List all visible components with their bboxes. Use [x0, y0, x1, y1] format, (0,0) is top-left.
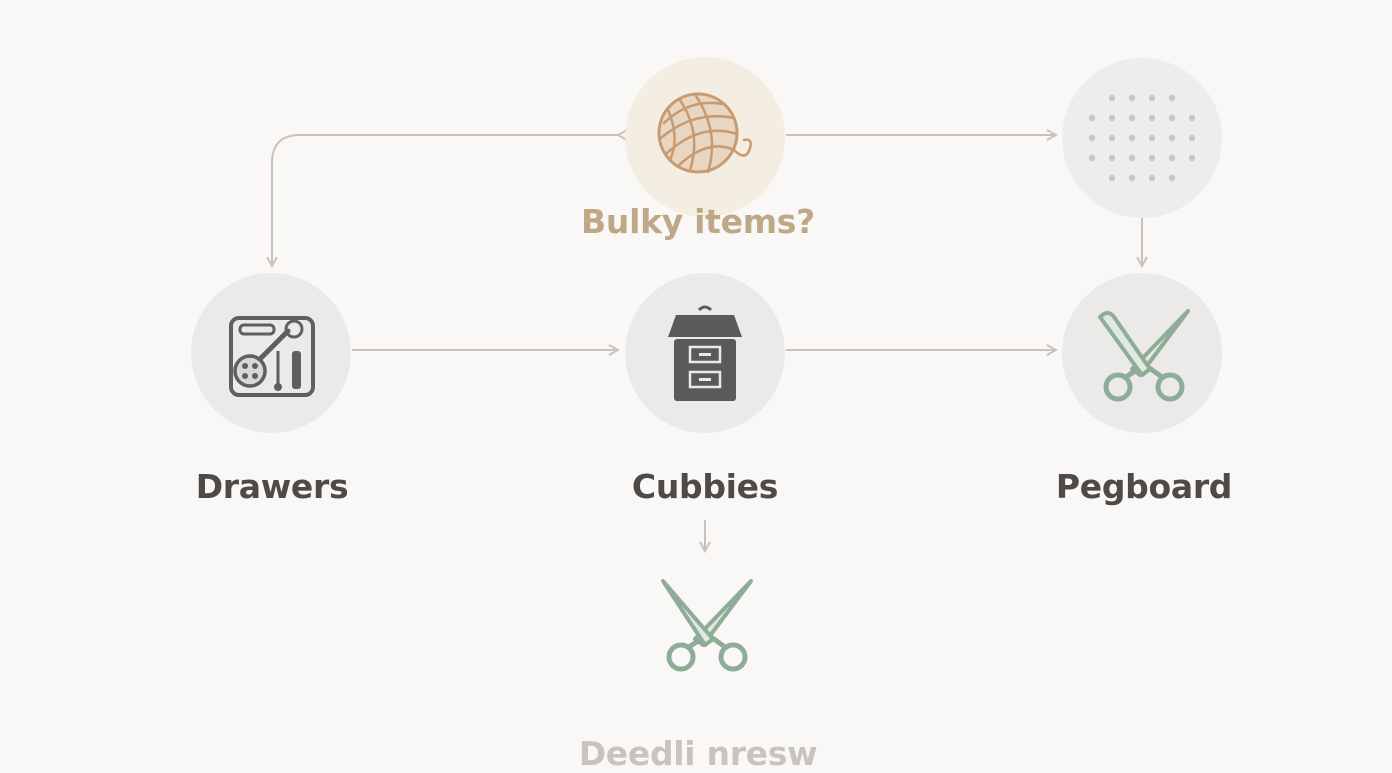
pegboard-dots-node — [1062, 58, 1222, 218]
peg-hole — [1108, 94, 1116, 102]
peg-hole — [1088, 114, 1096, 122]
peg-hole — [1188, 134, 1196, 142]
peg-hole — [1188, 154, 1196, 162]
peg-hole — [1148, 134, 1156, 142]
peg-hole — [1128, 154, 1136, 162]
pegboard-dots-icon — [1088, 94, 1196, 182]
bottom-node-label: Deedli nresw — [578, 734, 818, 773]
peg-hole — [1128, 94, 1136, 102]
peg-hole — [1108, 134, 1116, 142]
peg-hole — [1168, 154, 1176, 162]
peg-hole — [1188, 114, 1196, 122]
peg-hole — [1088, 154, 1096, 162]
yarn-ball-icon — [657, 92, 752, 174]
peg-hole — [1088, 134, 1096, 142]
peg-hole — [1108, 174, 1116, 182]
peg-hole — [1168, 174, 1176, 182]
pegboard-label: Pegboard — [1055, 467, 1233, 506]
cubbies-label: Cubbies — [631, 467, 779, 506]
peg-hole — [1128, 174, 1136, 182]
peg-hole — [1148, 154, 1156, 162]
peg-hole — [1108, 114, 1116, 122]
peg-hole — [1148, 174, 1156, 182]
pegboard-node — [1062, 273, 1222, 433]
peg-hole — [1168, 114, 1176, 122]
drawers-label: Drawers — [195, 467, 349, 506]
connector-layer — [0, 0, 1392, 752]
peg-hole — [1108, 154, 1116, 162]
connector-bulky-to-drawers — [272, 135, 618, 266]
bulky-items-label: Bulky items? — [581, 202, 815, 241]
peg-hole — [1148, 114, 1156, 122]
storage-cabinet-icon — [668, 305, 742, 401]
peg-hole — [1128, 114, 1136, 122]
peg-hole — [1168, 134, 1176, 142]
sewing-kit-icon — [229, 316, 315, 397]
peg-hole — [1148, 94, 1156, 102]
peg-hole — [1128, 134, 1136, 142]
peg-hole — [1168, 94, 1176, 102]
scissors-icon — [661, 579, 753, 672]
drawers-node — [191, 273, 351, 433]
scissors-icon — [1098, 309, 1190, 402]
